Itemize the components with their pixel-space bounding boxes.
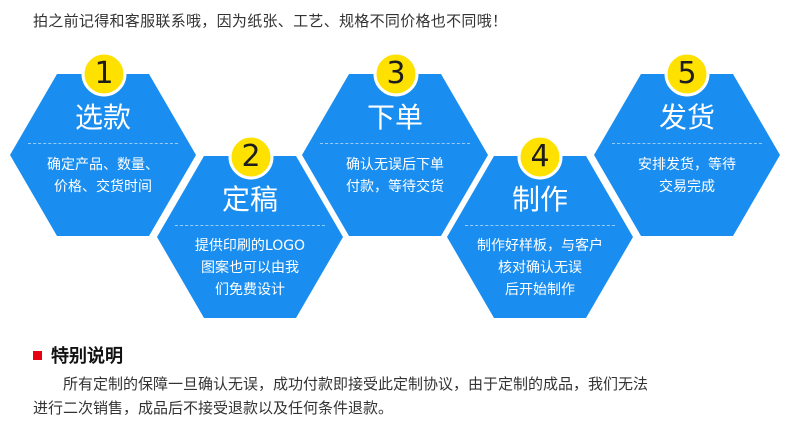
step-1-desc-line: 确定产品、数量、	[47, 157, 159, 173]
step-3-divider	[320, 143, 470, 144]
step-4-divider	[465, 225, 615, 226]
step-1-number: 1	[94, 56, 114, 91]
step-5-title: 发货	[658, 101, 715, 134]
notice-line: 所有定制的保障一旦确认无误，成功付款即接受此定制协议，由于定制的成品，我们无法	[63, 375, 649, 393]
step-4-title: 制作	[511, 183, 568, 216]
special-notice-text: 所有定制的保障一旦确认无误，成功付款即接受此定制协议，由于定制的成品，我们无法 …	[33, 372, 768, 420]
special-notice-heading: 特别说明	[33, 343, 123, 367]
step-4-number: 4	[530, 139, 550, 174]
step-2-divider	[175, 225, 325, 226]
circle-icon	[664, 51, 710, 97]
step-5-desc-line: 交易完成	[659, 179, 715, 195]
step-4-number-badge: 4	[517, 134, 563, 180]
step-1-number-badge: 1	[81, 51, 127, 97]
step-3-number: 3	[386, 56, 406, 91]
step-5-desc-line: 安排发货，等待	[638, 157, 736, 173]
red-square-icon	[33, 350, 42, 360]
step-3-desc-line: 确认无误后下单	[346, 157, 444, 173]
step-2-number: 2	[241, 139, 261, 174]
step-4-description: 制作好样板，与客户 核对确认无误 后开始制作	[447, 235, 633, 301]
step-1-desc-line: 价格、交货时间	[54, 179, 152, 195]
step-2-description: 提供印刷的LOGO 图案也可以由我 们免费设计	[157, 235, 343, 301]
step-4-desc-line: 核对确认无误	[498, 260, 582, 276]
hexagon-shape	[594, 74, 780, 236]
hexagon-shape	[447, 156, 633, 318]
step-5-divider	[612, 143, 762, 144]
circle-icon	[81, 51, 127, 97]
step-4-desc-line: 后开始制作	[505, 282, 575, 298]
hexagon-shape	[302, 74, 488, 236]
step-2-desc-line: 们免费设计	[215, 282, 285, 298]
special-notice-title: 特别说明	[51, 346, 123, 367]
step-4-hexagon: 制作 制作好样板，与客户 核对确认无误 后开始制作	[447, 156, 633, 318]
step-2-desc-line: 提供印刷的LOGO	[194, 238, 306, 254]
step-2-number-badge: 2	[228, 134, 274, 180]
step-1-hexagon: 选款 确定产品、数量、 价格、交货时间	[10, 74, 196, 236]
step-3-desc-line: 付款，等待交货	[346, 179, 444, 195]
step-2-title: 定稿	[221, 183, 278, 216]
step-1-description: 确定产品、数量、 价格、交货时间	[10, 154, 196, 198]
hexagon-shape	[10, 74, 196, 236]
step-3-hexagon: 下单 确认无误后下单 付款，等待交货	[302, 74, 488, 236]
step-5-description: 安排发货，等待 交易完成	[594, 154, 780, 198]
step-5-number-badge: 5	[664, 51, 710, 97]
step-1-title: 选款	[74, 101, 131, 134]
step-1-divider	[28, 143, 178, 144]
step-2-desc-line: 图案也可以由我	[201, 260, 299, 276]
step-2-hexagon: 定稿 提供印刷的LOGO 图案也可以由我 们免费设计	[157, 156, 343, 318]
step-5-hexagon: 发货 安排发货，等待 交易完成	[594, 74, 780, 236]
notice-line: 进行二次销售，成品后不接受退款以及任何条件退款。	[33, 399, 394, 417]
circle-icon	[228, 134, 274, 180]
circle-icon	[517, 134, 563, 180]
step-3-number-badge: 3	[373, 51, 419, 97]
step-4-desc-line: 制作好样板，与客户	[477, 238, 603, 254]
top-notice-text: 拍之前记得和客服联系哦，因为纸张、工艺、规格不同价格也不同哦！	[33, 12, 508, 30]
step-3-title: 下单	[366, 101, 423, 134]
step-5-number: 5	[677, 56, 697, 91]
step-3-description: 确认无误后下单 付款，等待交货	[302, 154, 488, 198]
circle-icon	[373, 51, 419, 97]
hexagon-shape	[157, 156, 343, 318]
